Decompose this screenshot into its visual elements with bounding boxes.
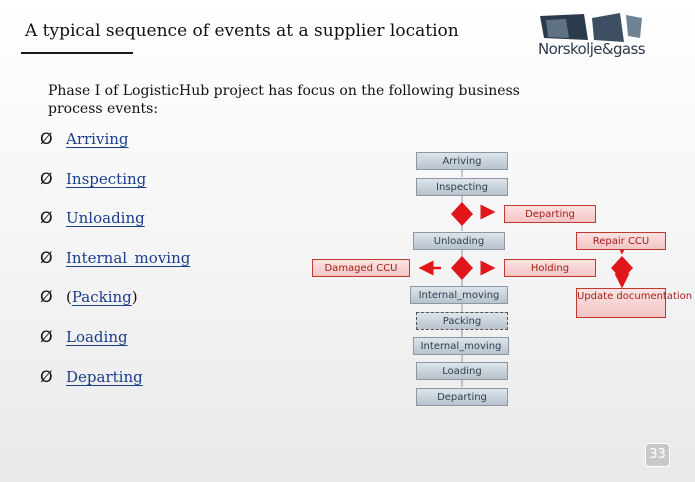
- flow-box-update-documentation: Update documentation: [576, 288, 692, 318]
- flow-box-internal-moving: Internal_moving: [410, 286, 508, 304]
- arrow-bullet-icon: Ø: [40, 208, 53, 227]
- link-departing[interactable]: Departing: [66, 368, 143, 386]
- flow-box-internal-moving-2: Internal_moving: [413, 337, 509, 355]
- decision-diamond-icon: [451, 202, 473, 226]
- bullet-departing: Ø Departing: [40, 366, 143, 388]
- flow-box-damaged-ccu: Damaged CCU: [312, 259, 410, 277]
- bullet-internal-moving: Ø Internal_moving: [40, 247, 190, 269]
- bullet-arriving: Ø Arriving: [40, 128, 129, 150]
- flow-box-unloading: Unloading: [413, 232, 505, 250]
- bullet-loading: Ø Loading: [40, 326, 128, 348]
- slide-title: A typical sequence of events at a suppli…: [25, 21, 459, 41]
- intro-text: Phase I of LogisticHub project has focus…: [48, 83, 520, 117]
- bullet-unloading: Ø Unloading: [40, 207, 145, 229]
- arrow-bullet-icon: Ø: [40, 327, 53, 346]
- flow-box-departing: Departing: [416, 388, 508, 406]
- link-packing[interactable]: Packing: [71, 288, 132, 306]
- flow-box-arriving: Arriving: [416, 152, 508, 170]
- link-internal-moving[interactable]: Internal_moving: [66, 249, 191, 267]
- process-flow-diagram: Arriving Inspecting Unloading Internal_m…: [300, 145, 692, 410]
- flow-box-holding: Holding: [504, 259, 596, 277]
- arrow-bullet-icon: Ø: [40, 367, 53, 386]
- paren-close: ): [131, 288, 138, 306]
- link-loading[interactable]: Loading: [66, 328, 128, 346]
- arrow-bullet-icon: Ø: [40, 287, 53, 306]
- logo-text: Norskolje&gass: [538, 40, 646, 58]
- logo-text-norsk: Norsk: [538, 40, 578, 58]
- paren-open: (: [66, 288, 72, 306]
- title-underline: [21, 52, 133, 54]
- link-inspecting[interactable]: Inspecting: [66, 170, 147, 188]
- arrow-bullet-icon: Ø: [40, 248, 53, 267]
- flow-box-inspecting: Inspecting: [416, 178, 508, 196]
- bullet-packing: Ø (Packing): [40, 286, 138, 308]
- flow-connectors: [418, 170, 633, 387]
- link-arriving[interactable]: Arriving: [66, 130, 129, 148]
- decision-diamond-icon: [611, 256, 633, 280]
- logo-mark: [540, 13, 642, 42]
- bullet-inspecting: Ø Inspecting: [40, 168, 146, 190]
- flow-box-departing-exception: Departing: [504, 205, 596, 223]
- link-unloading[interactable]: Unloading: [66, 209, 145, 227]
- arrow-bullet-icon: Ø: [40, 169, 53, 188]
- decision-diamond-icon: [451, 256, 473, 280]
- page-number-badge: 33: [645, 443, 670, 467]
- arrow-bullet-icon: Ø: [40, 129, 53, 148]
- flow-box-packing: Packing: [416, 312, 508, 330]
- logo-text-oljegass: olje&gass: [577, 40, 646, 58]
- flow-box-loading: Loading: [416, 362, 508, 380]
- flow-box-repair-ccu: Repair CCU: [576, 232, 666, 250]
